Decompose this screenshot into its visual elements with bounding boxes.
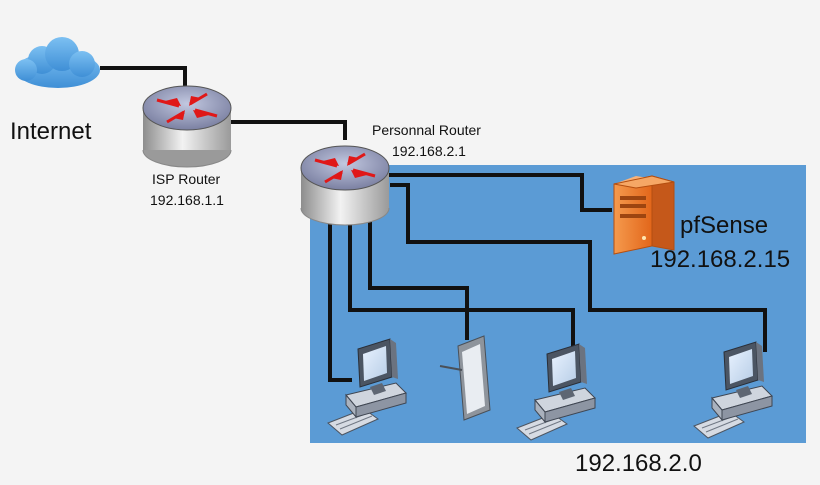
network-cables bbox=[100, 66, 767, 382]
personal-router-name: Personnal Router bbox=[372, 122, 481, 138]
tablet-icon bbox=[439, 335, 491, 421]
isp-router-name: ISP Router bbox=[152, 171, 221, 187]
isp-router-icon bbox=[142, 85, 232, 168]
pfsense-ip: 192.168.2.15 bbox=[650, 246, 791, 273]
internet-label: Internet bbox=[10, 118, 92, 145]
personal-router-ip: 192.168.2.1 bbox=[392, 143, 466, 159]
server-tower-icon bbox=[613, 175, 675, 255]
personal-router-icon bbox=[300, 145, 390, 226]
lan-subnet-label: 192.168.2.0 bbox=[575, 450, 702, 477]
pfsense-name: pfSense bbox=[680, 212, 769, 239]
cloud-icon bbox=[15, 37, 100, 88]
isp-router-ip: 192.168.1.1 bbox=[150, 192, 224, 208]
